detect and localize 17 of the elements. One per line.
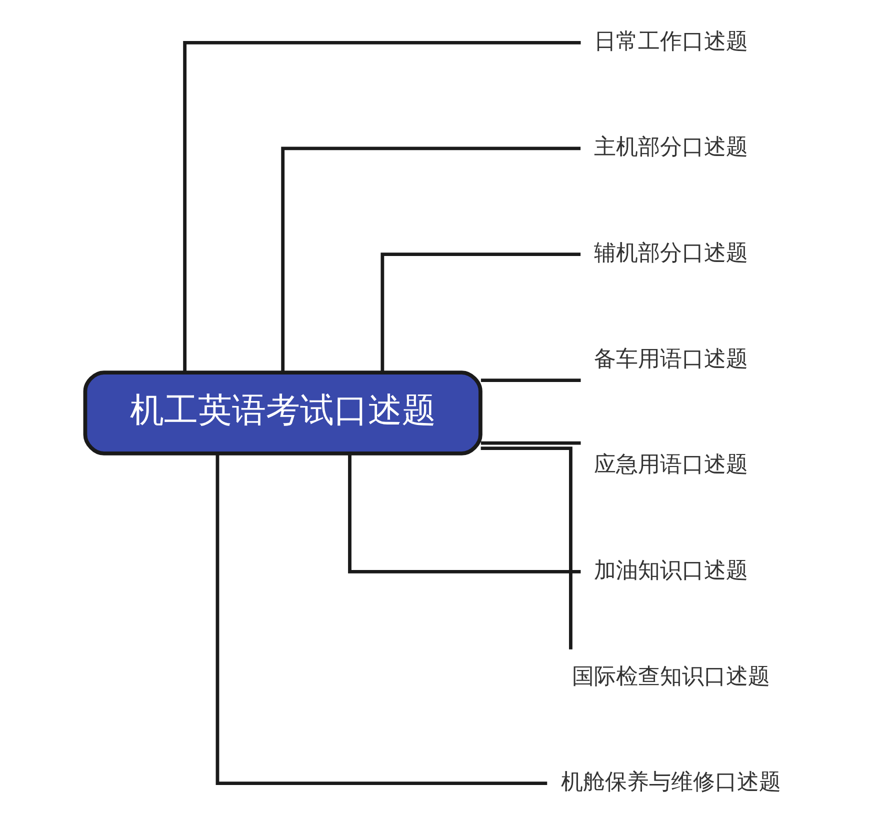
connector [480, 378, 580, 382]
node-text: 日常工作口述题 [594, 29, 748, 54]
node-text: 加油知识口述题 [594, 558, 748, 584]
connector [348, 453, 580, 574]
node-text: 应急用语口述题 [594, 452, 748, 478]
connector [380, 252, 580, 373]
connector [215, 454, 547, 786]
node-text: 主机部分口述题 [594, 135, 748, 160]
node-text: 辅机部分口述题 [594, 241, 748, 266]
connector [182, 40, 580, 372]
node-text: 国际检查知识口述题 [572, 664, 770, 690]
node-box: 机工英语考试口述题 [82, 370, 482, 456]
node-text: 机舱保养与维修口述题 [560, 770, 781, 796]
connector [280, 146, 580, 372]
connector [480, 446, 572, 650]
connector [480, 441, 580, 445]
node-text: 备车用语口述题 [594, 346, 748, 372]
